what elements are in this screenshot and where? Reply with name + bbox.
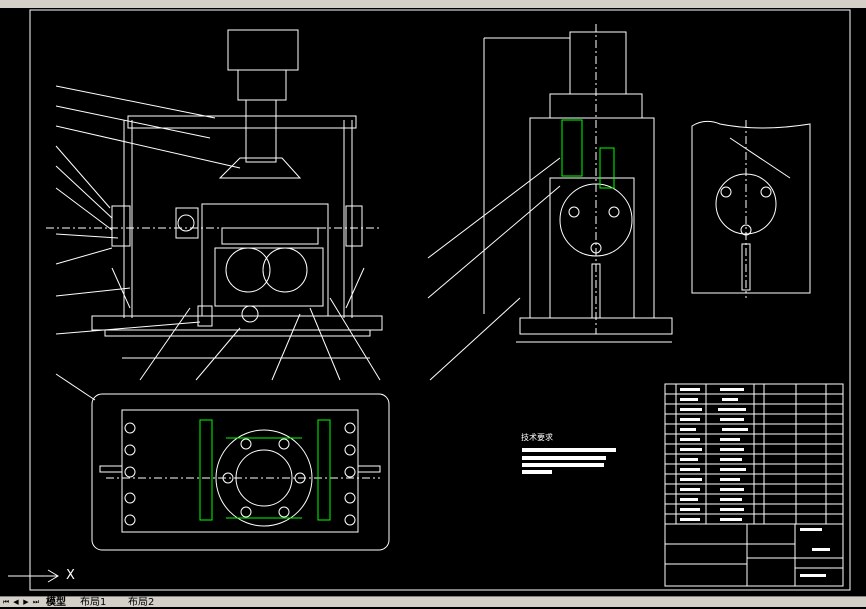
ucs-axis-x-label: X: [66, 568, 75, 583]
leader-lines-side: [427, 157, 561, 299]
tab-model[interactable]: 模型: [46, 597, 66, 608]
detail-view: [691, 120, 811, 298]
top-view-green: [199, 419, 331, 521]
window-top-strip: [0, 0, 866, 8]
drawing-canvas[interactable]: 技术要求 X: [0, 8, 866, 596]
tech-requirements-text: [522, 448, 616, 474]
tab-layout2[interactable]: 布局2: [128, 597, 155, 608]
parts-list: [664, 383, 844, 525]
drawing-border: [29, 9, 851, 591]
leader-lines-front: [55, 85, 521, 401]
title-block: [664, 523, 844, 587]
layout-tab-bar: ⏮ ◀ ▶ ⏭ 模型 布局1 布局2: [0, 596, 866, 608]
nav-prev-icon[interactable]: ◀: [13, 598, 19, 606]
nav-first-icon[interactable]: ⏮: [2, 598, 10, 606]
ucs-arrow-icon: [47, 569, 59, 583]
front-view: [46, 29, 383, 359]
nav-next-icon[interactable]: ▶: [23, 598, 29, 606]
side-view: [483, 24, 673, 343]
top-view: [91, 393, 390, 551]
side-view-green: [561, 119, 615, 189]
ucs-icon: [8, 569, 59, 583]
parts-list-text-marks: [680, 388, 830, 577]
nav-last-icon[interactable]: ⏭: [32, 598, 40, 606]
tech-requirements-title: 技术要求: [521, 433, 553, 442]
drawing-svg: [8, 9, 851, 591]
tab-layout1[interactable]: 布局1: [80, 597, 107, 608]
